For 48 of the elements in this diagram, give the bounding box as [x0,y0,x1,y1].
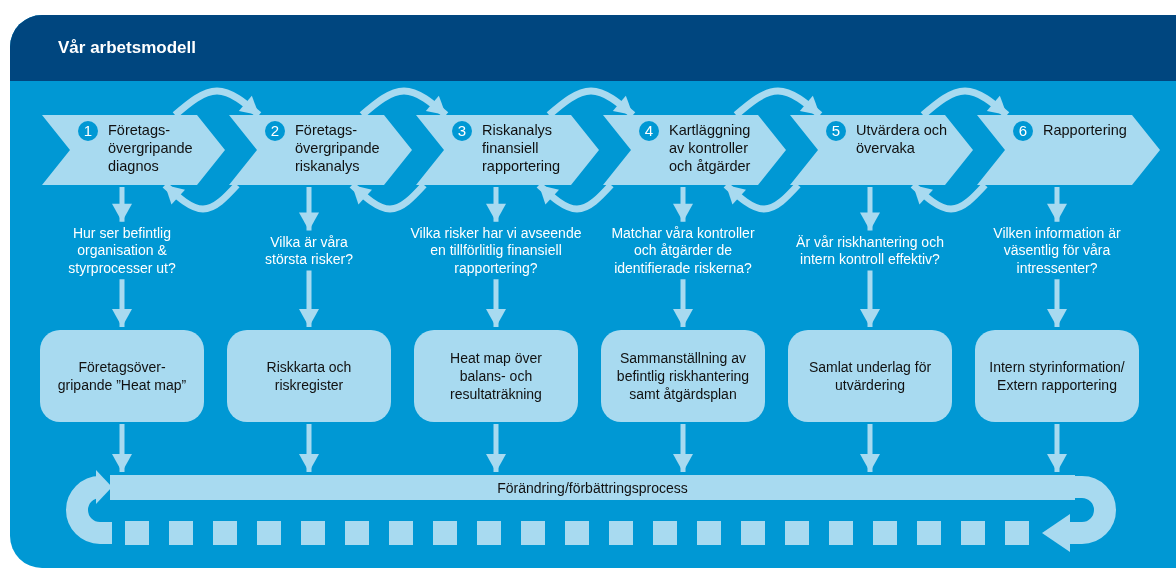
process-step [603,115,786,185]
result-box: Företagsöver- gripande ”Heat map” [40,330,204,422]
result-box: Heat map över balans- och resultaträkning [414,330,578,422]
question-text: Vilken information är väsentlig för våra intressenter? [992,224,1122,278]
arrow [860,270,880,327]
arrow [299,270,319,327]
question-text: Matchar våra kontroller och åtgärder de identifierade riskerna? [610,224,756,278]
arrow [486,279,506,327]
curved-arrow [172,87,262,118]
arrow [1047,187,1067,222]
result-box: Intern styrinformation/ Extern rapportering [975,330,1139,422]
result-box: Samlat underlag för utvärdering [788,330,952,422]
arrow [486,424,506,472]
process-step [416,115,599,185]
step-title: Företags- övergripande diagnos [108,121,194,175]
question-text: Är vår riskhantering och intern kontroll effektiv? [795,233,945,269]
process-step [977,115,1160,185]
step-title: Utvärdera och övervaka [856,121,949,157]
arrow [299,424,319,472]
question-text: Hur ser befintlig organisation & styrprocesser ut? [67,224,177,278]
curved-arrow [546,87,636,118]
result-box: Sammanställning av befintlig riskhantering samt åtgärdsplan [601,330,765,422]
process-step [42,115,225,185]
question-text: Vilka är våra största risker? [264,233,354,269]
arrow [299,187,319,231]
arrow [112,279,132,327]
arrow [860,424,880,472]
process-step [790,115,973,185]
arrow [673,424,693,472]
arrow [673,187,693,222]
step-title: Rapportering [1043,121,1128,139]
curved-arrow [920,87,1010,118]
step-title: Företags- övergripande riskanalys [295,121,381,175]
arrow [112,187,132,222]
arrow [673,279,693,327]
process-step [229,115,412,185]
arrow [1047,279,1067,327]
arrow [860,187,880,231]
arrow [1047,424,1067,472]
question-text: Vilka risker har vi avseende en tillförlitlig finansiell rapportering? [409,224,583,278]
result-box: Riskkarta och riskregister [227,330,391,422]
arrow [486,187,506,222]
step-title: Kartläggning av kontroller och åtgärder [669,121,752,175]
curved-arrow [733,87,823,118]
step-title: Riskanalys finansiell rapportering [482,121,562,175]
diagram-title: Vår arbetsmodell [58,38,196,58]
arrow [112,424,132,472]
curved-arrow [359,87,449,118]
